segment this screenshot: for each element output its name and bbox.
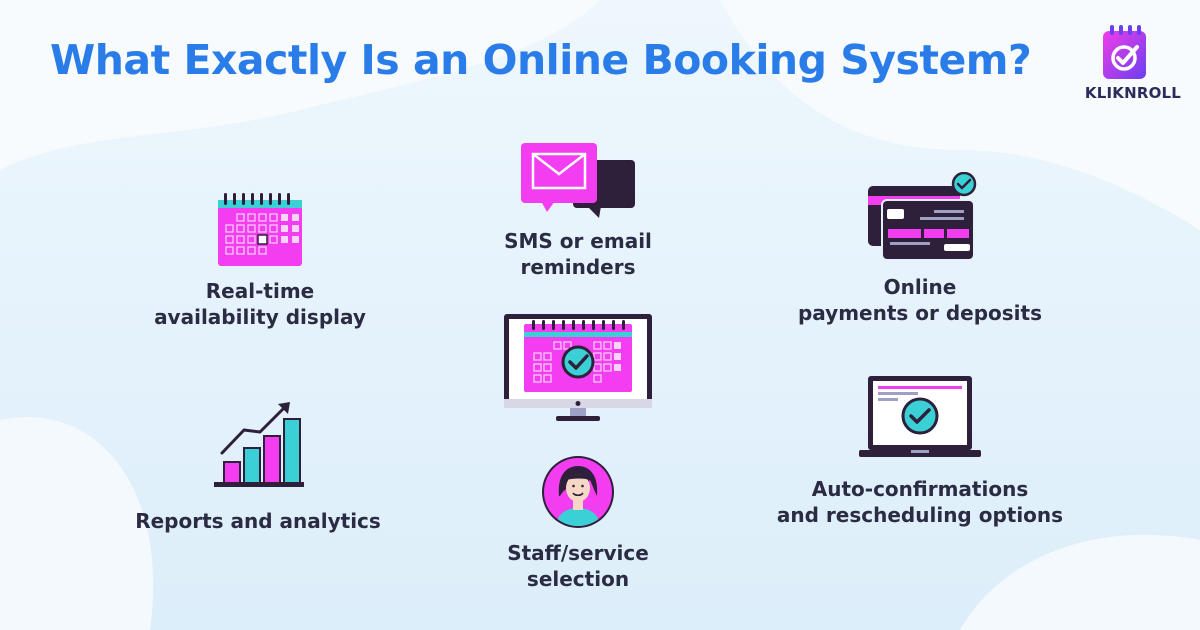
feature-reports-line-1: Reports and analytics — [135, 509, 381, 533]
feature-realtime-line-1: Real-time — [205, 279, 315, 303]
feature-sms-line-1: SMS or email — [504, 229, 652, 253]
feature-payments-line-1: Online — [883, 275, 957, 299]
monitor-calendar-icon — [504, 314, 652, 421]
feature-auto-confirmations: Auto-confirmations and rescheduling opti… — [770, 372, 1070, 528]
feature-realtime-line-2: availability display — [154, 305, 366, 329]
feature-sms-line-2: reminders — [520, 255, 636, 279]
feature-payments-line-2: payments or deposits — [797, 301, 1043, 325]
staff-avatar-icon — [542, 456, 614, 528]
envelope-chat-icon — [521, 143, 635, 218]
kliknroll-logo-icon — [1103, 25, 1146, 79]
feature-realtime-availability: Real-time availability display — [110, 190, 410, 330]
feature-autoconfirm-line-1: Auto-confirmations — [811, 477, 1029, 501]
brand-name: KLIKNROLL — [1084, 84, 1182, 102]
page-title: What Exactly Is an Online Booking System… — [50, 36, 1032, 84]
feature-reports-analytics: Reports and analytics — [108, 398, 408, 534]
feature-staff-service-selection: Staff/service selection — [428, 452, 728, 592]
bar-chart-icon — [214, 402, 304, 487]
feature-online-payments: Online payments or deposits — [770, 172, 1070, 326]
calendar-icon — [218, 193, 302, 266]
feature-staff-line-1: Staff/service — [507, 541, 649, 565]
feature-autoconfirm-line-2: and rescheduling options — [776, 503, 1064, 527]
laptop-check-icon — [859, 376, 981, 457]
feature-online-booking-monitor — [498, 312, 658, 424]
feature-sms-email-reminders: SMS or email reminders — [428, 140, 728, 280]
feature-staff-line-2: selection — [526, 567, 630, 591]
credit-card-icon — [868, 172, 977, 261]
